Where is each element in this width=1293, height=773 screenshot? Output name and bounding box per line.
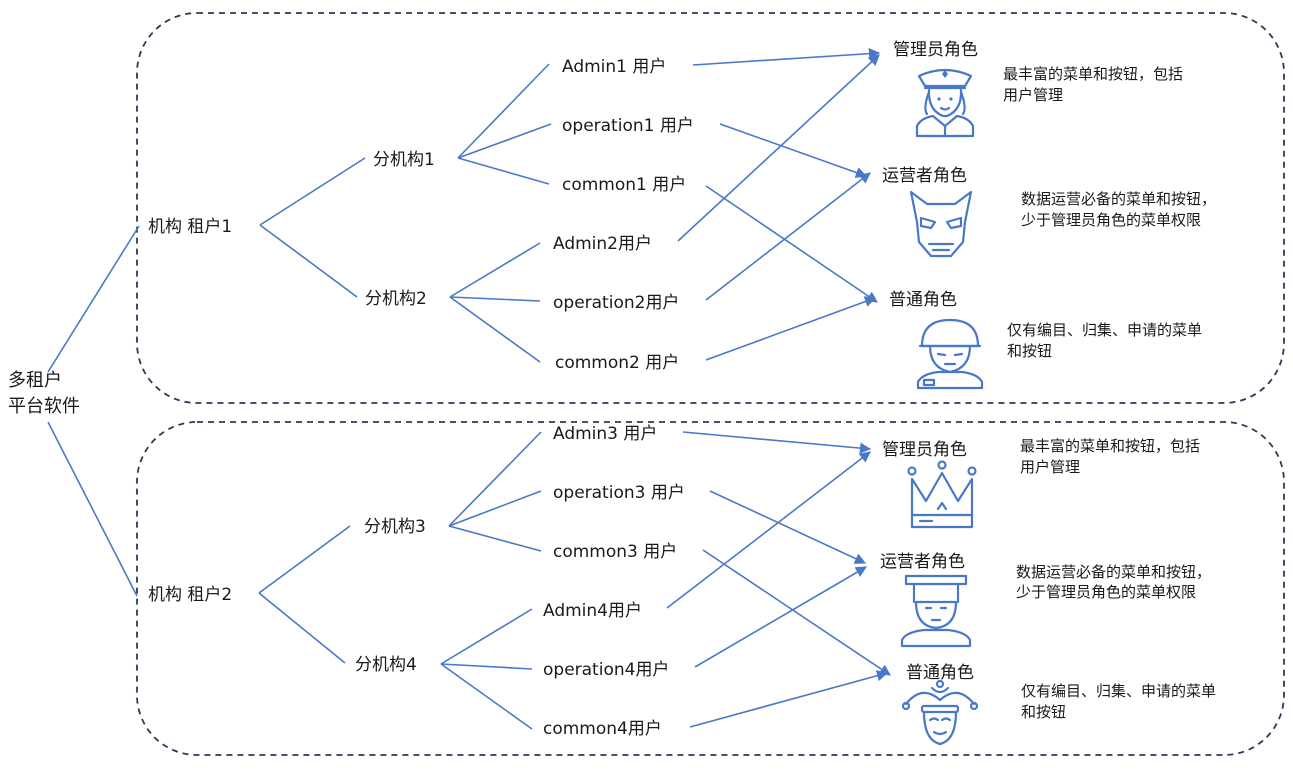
crown-icon bbox=[907, 460, 977, 529]
user-common4: common4用户 bbox=[543, 719, 662, 739]
edge-branch2-user3 bbox=[449, 296, 541, 363]
edge-branch4-user1 bbox=[440, 608, 533, 665]
desc-admin-t1-line2: 用户管理 bbox=[1003, 86, 1063, 104]
desc-common-t1-line1: 仅有编目、归集、申请的菜单 bbox=[1007, 321, 1202, 339]
desc-common-t2-line1: 仅有编目、归集、申请的菜单 bbox=[1021, 682, 1216, 700]
user-operation2: operation2用户 bbox=[553, 293, 679, 313]
desc-operator-t1-line1: 数据运营必备的菜单和按钮， bbox=[1021, 190, 1216, 208]
edge-branch3-user2 bbox=[448, 490, 542, 527]
arrow-admin3-admin-role bbox=[682, 431, 872, 454]
tree-edges bbox=[47, 63, 552, 730]
arrow-common4-common-role bbox=[689, 670, 889, 728]
tenant1-node: 机构 租户1 bbox=[148, 217, 232, 237]
desc-admin-t2-line1: 最丰富的菜单和按钮，包括 bbox=[1020, 437, 1200, 455]
tenant2-group-box bbox=[136, 421, 1285, 756]
branch4-node: 分机构4 bbox=[355, 655, 417, 675]
root-node-line1: 多租户 bbox=[8, 370, 62, 391]
arrow-admin4-admin-role bbox=[666, 451, 871, 609]
branch1-node: 分机构1 bbox=[373, 150, 435, 170]
arrow-operation1-operator-role bbox=[719, 123, 868, 178]
user-common2: common2 用户 bbox=[555, 353, 679, 373]
user-admin1: Admin1 用户 bbox=[562, 57, 666, 77]
user-admin2: Admin2用户 bbox=[553, 234, 652, 254]
edge-tenant2-branch3 bbox=[258, 525, 351, 594]
edge-branch2-user1 bbox=[449, 242, 541, 298]
user-admin4: Admin4用户 bbox=[543, 601, 642, 621]
branch3-node: 分机构3 bbox=[364, 517, 426, 537]
jester-icon bbox=[901, 679, 979, 746]
soldier-icon bbox=[916, 318, 984, 390]
edge-branch1-user3 bbox=[457, 157, 550, 185]
edge-tenant1-branch2 bbox=[259, 224, 358, 298]
arrow-operation3-operator-role bbox=[709, 490, 867, 564]
role-admin-t2: 管理员角色 bbox=[882, 440, 967, 460]
edge-branch3-user3 bbox=[448, 525, 542, 552]
edge-tenant2-branch4 bbox=[258, 592, 346, 664]
tenant1-group-box bbox=[136, 12, 1285, 404]
desc-operator-t2-line1: 数据运营必备的菜单和按钮， bbox=[1016, 563, 1211, 581]
role-admin-t1: 管理员角色 bbox=[893, 40, 978, 60]
arrow-admin2-admin-role bbox=[677, 54, 880, 242]
masked-hero-icon bbox=[909, 190, 973, 258]
police-officer-icon bbox=[915, 68, 975, 138]
desc-admin-t1-line1: 最丰富的菜单和按钮，包括 bbox=[1003, 65, 1183, 83]
desc-operator-t2-line2: 少于管理员角色的菜单权限 bbox=[1016, 583, 1196, 601]
desc-admin-t2-line2: 用户管理 bbox=[1020, 458, 1080, 476]
edge-branch4-user2 bbox=[440, 663, 533, 670]
user-operation1: operation1 用户 bbox=[562, 116, 694, 136]
role-common-t2: 普通角色 bbox=[906, 663, 974, 683]
branch2-node: 分机构2 bbox=[365, 289, 427, 309]
desc-common-t2-line2: 和按钮 bbox=[1021, 703, 1066, 721]
arrow-common2-common-role bbox=[705, 296, 877, 361]
edge-root-tenant2 bbox=[47, 421, 138, 597]
user-common1: common1 用户 bbox=[562, 175, 686, 195]
edge-branch2-user2 bbox=[449, 296, 541, 302]
role-operator-t1: 运营者角色 bbox=[882, 166, 967, 186]
role-common-t1: 普通角色 bbox=[889, 290, 957, 310]
edge-tenant1-branch1 bbox=[259, 157, 366, 226]
edge-branch4-user3 bbox=[440, 663, 533, 730]
role-operator-t2: 运营者角色 bbox=[880, 552, 965, 572]
user-admin3: Admin3 用户 bbox=[553, 424, 657, 444]
desc-common-t1-line2: 和按钮 bbox=[1007, 342, 1052, 360]
graduate-icon bbox=[900, 574, 972, 648]
edge-branch1-user2 bbox=[457, 123, 552, 159]
arrow-operation2-operator-role bbox=[705, 172, 871, 301]
user-common3: common3 用户 bbox=[553, 542, 677, 562]
edge-branch3-user1 bbox=[448, 431, 542, 527]
user-operation3: operation3 用户 bbox=[553, 483, 685, 503]
arrow-common3-common-role bbox=[702, 549, 891, 676]
edge-branch1-user1 bbox=[457, 63, 550, 159]
desc-operator-t1-line2: 少于管理员角色的菜单权限 bbox=[1021, 211, 1201, 229]
arrow-operation4-operator-role bbox=[694, 566, 867, 668]
user-operation4: operation4用户 bbox=[543, 660, 669, 680]
arrow-admin1-admin-role bbox=[692, 48, 881, 66]
role-arrows bbox=[666, 48, 891, 728]
root-node-line2: 平台软件 bbox=[8, 396, 80, 417]
edge-root-tenant1 bbox=[47, 225, 140, 373]
arrow-common1-common-role bbox=[705, 185, 878, 303]
tenant2-node: 机构 租户2 bbox=[148, 585, 232, 605]
